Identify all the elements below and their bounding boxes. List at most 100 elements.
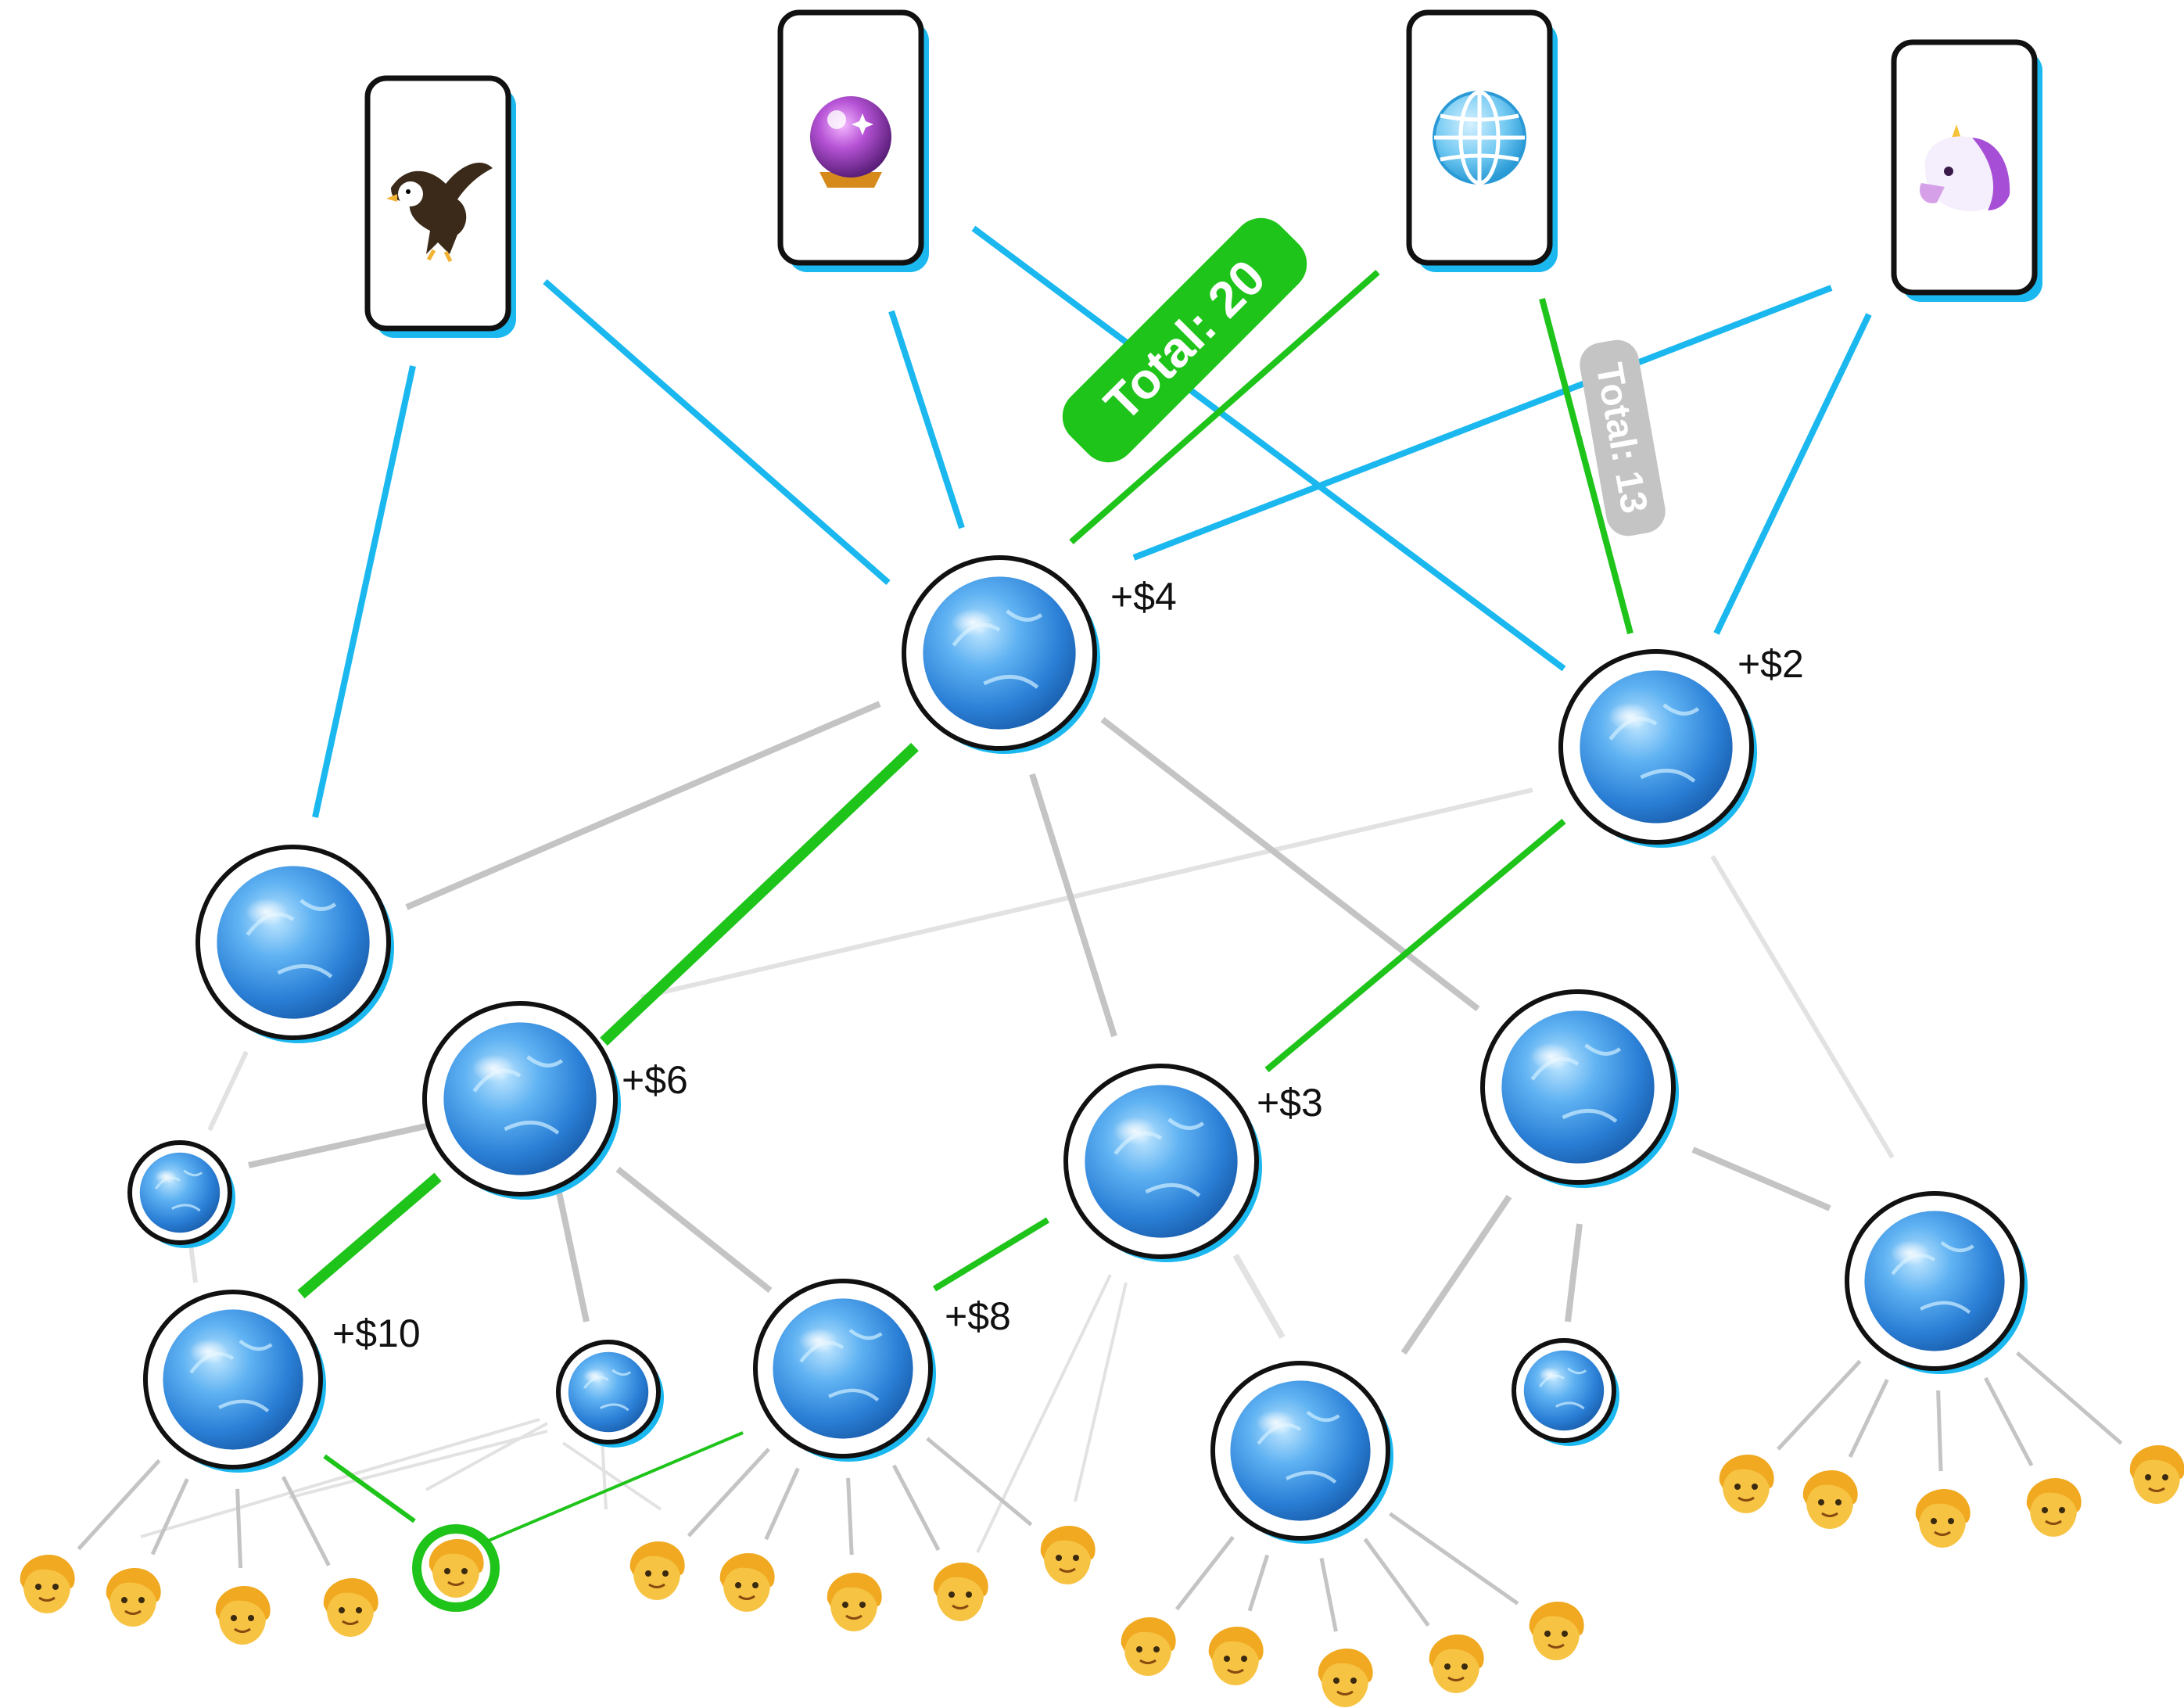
person-blond-hair-icon[interactable] — [933, 1563, 988, 1621]
node-mid-right[interactable] — [1480, 989, 1679, 1188]
node-small-left[interactable] — [127, 1140, 235, 1248]
link-person — [1363, 1538, 1430, 1627]
person-blond-hair-icon[interactable] — [1719, 1455, 1774, 1513]
blue-sphere-icon — [1523, 1350, 1605, 1431]
node-mid-center[interactable] — [1063, 1064, 1262, 1262]
link-green — [1069, 269, 1380, 545]
node-mid-left[interactable] — [422, 1001, 621, 1200]
link-person — [1389, 1512, 1519, 1606]
person-blond-hair-icon[interactable] — [719, 1553, 775, 1612]
link-person — [846, 1477, 854, 1556]
person-blond-hair-icon[interactable] — [215, 1586, 271, 1645]
source-cards — [364, 9, 2042, 338]
source-card-globe[interactable] — [1406, 9, 1558, 272]
gain-label-top-right: +$2 — [1738, 642, 1804, 686]
link-person — [687, 1448, 770, 1538]
link-person — [150, 1478, 189, 1556]
link-gray — [1565, 1223, 1583, 1322]
link-lightgray — [640, 788, 1533, 999]
link-person — [281, 1476, 331, 1566]
link-person — [235, 1488, 243, 1569]
link-lightgray — [289, 1430, 548, 1499]
gain-label-top-center: +$4 — [1110, 575, 1177, 619]
source-card-eagle[interactable] — [364, 75, 516, 338]
person-blond-hair-icon[interactable] — [1915, 1489, 1971, 1548]
blue-sphere-icon — [1864, 1211, 2005, 1351]
node-small-center-left[interactable] — [556, 1340, 664, 1448]
person-blond-hair-icon[interactable] — [1429, 1634, 1484, 1693]
link-lightgray — [976, 1274, 1112, 1553]
person-blond-hair-icon[interactable] — [1529, 1602, 1584, 1660]
person-blond-hair-icon[interactable] — [629, 1541, 685, 1600]
link-gray — [248, 1123, 427, 1168]
link-green — [1264, 818, 1566, 1073]
link-blue — [971, 225, 1566, 672]
link-person — [1319, 1557, 1338, 1632]
link-green — [600, 742, 919, 1046]
link-lightgray — [140, 1418, 540, 1538]
globe-with-meridians-icon — [1433, 90, 1526, 185]
gain-label-mid-left: +$6 — [622, 1058, 688, 1102]
crystal-ball-icon — [810, 96, 891, 188]
link-person — [1247, 1554, 1270, 1612]
person-blond-hair-icon[interactable] — [323, 1578, 378, 1637]
link-gray — [556, 1192, 590, 1322]
link-blue — [1132, 285, 1833, 561]
blue-sphere-icon — [1085, 1085, 1238, 1238]
node-bottom-center[interactable] — [753, 1279, 936, 1462]
node-top-right[interactable] — [1558, 649, 1757, 848]
blue-sphere-icon — [443, 1022, 597, 1175]
node-left[interactable] — [195, 845, 394, 1043]
network-links — [140, 225, 1895, 1553]
blue-sphere-icon — [139, 1152, 221, 1233]
link-blue — [543, 278, 891, 586]
link-lightgray — [1074, 1282, 1128, 1502]
unicorn-icon — [1919, 124, 2010, 212]
blue-sphere-icon — [1230, 1380, 1371, 1521]
person-blond-hair-icon[interactable] — [1802, 1470, 1858, 1529]
node-small-right[interactable] — [1512, 1338, 1619, 1446]
person-blond-hair-icon[interactable] — [1121, 1617, 1176, 1676]
node-bottom-right[interactable] — [1845, 1191, 2028, 1374]
source-card-crystal-ball[interactable] — [777, 9, 929, 272]
link-person — [891, 1464, 941, 1552]
link-person — [764, 1467, 800, 1541]
person-links — [77, 1351, 2123, 1632]
link-person — [1777, 1359, 1862, 1451]
link-person — [77, 1459, 161, 1551]
person-blond-hair-icon[interactable] — [1040, 1526, 1096, 1584]
node-bottom-left[interactable] — [143, 1290, 326, 1473]
gain-label-bottom-center: +$8 — [945, 1294, 1011, 1338]
person-blond-hair-icon[interactable] — [2026, 1478, 2082, 1537]
referral-nodes — [127, 555, 2028, 1544]
person-blond-hair-icon[interactable] — [412, 1524, 500, 1612]
blue-sphere-icon — [923, 576, 1076, 730]
link-lightgray — [601, 1438, 608, 1510]
link-gray — [1400, 1194, 1512, 1355]
gain-label-bottom-left: +$10 — [332, 1312, 421, 1355]
person-blond-hair-icon[interactable] — [2129, 1445, 2184, 1504]
person-blond-hair-icon[interactable] — [1318, 1649, 1373, 1707]
link-green — [323, 1454, 416, 1523]
person-blond-hair-icon[interactable] — [106, 1568, 161, 1627]
link-gray — [1100, 716, 1480, 1012]
node-top-center[interactable] — [902, 555, 1100, 754]
link-green — [484, 1431, 744, 1544]
person-blond-hair-icon[interactable] — [827, 1573, 882, 1631]
node-bottom-center-right[interactable] — [1210, 1361, 1393, 1544]
person-blond-hair-icon[interactable] — [20, 1555, 75, 1613]
blue-sphere-icon — [1501, 1010, 1655, 1164]
link-lightgray — [1710, 855, 1895, 1159]
total-badge-gray: Total: 13 — [1580, 339, 1666, 536]
link-gray — [1691, 1146, 1831, 1211]
blue-sphere-icon — [773, 1298, 913, 1439]
link-lightgray — [1232, 1254, 1286, 1339]
person-blond-hair-icon[interactable] — [1208, 1627, 1264, 1685]
link-green — [1539, 297, 1634, 635]
gain-labels: +$4 +$2 +$6 +$3 +$10 +$8 — [332, 575, 1804, 1355]
link-person — [1174, 1535, 1235, 1611]
source-card-unicorn[interactable] — [1891, 39, 2042, 302]
link-lightgray — [561, 1441, 662, 1511]
